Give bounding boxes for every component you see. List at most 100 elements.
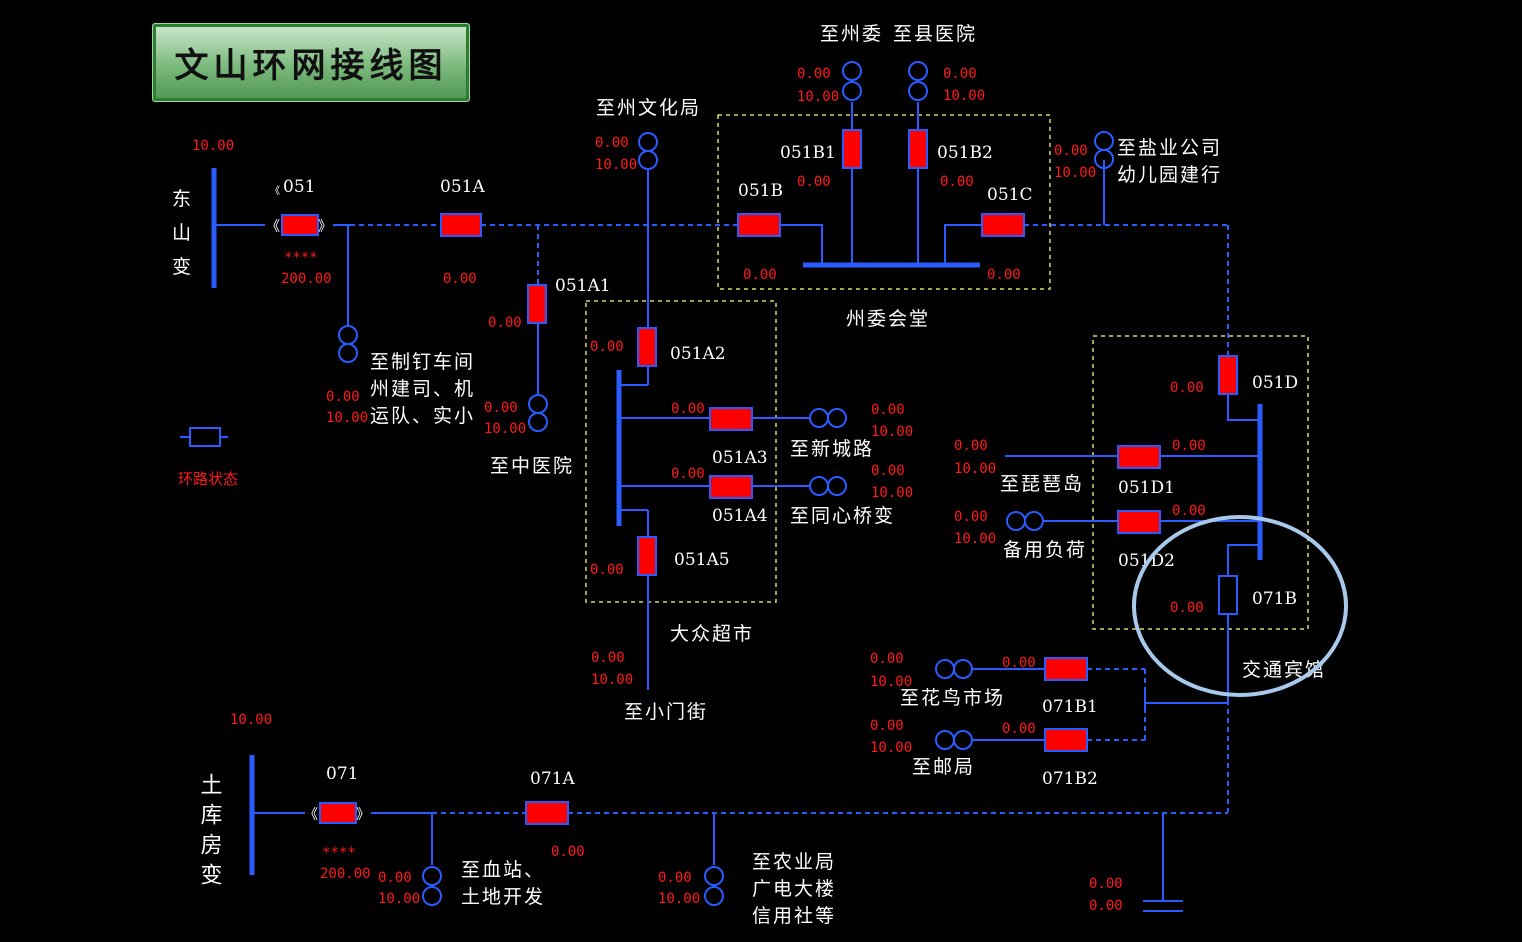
svg-text:10.00: 10.00 [591, 672, 633, 688]
svg-text:0.00: 0.00 [1170, 600, 1204, 616]
svg-text:0.00: 0.00 [1089, 876, 1123, 892]
svg-text:0.00: 0.00 [326, 389, 360, 405]
svg-text:0.00: 0.00 [591, 650, 625, 666]
zhouwei-hall-box [717, 114, 1051, 290]
svg-text:0.00: 0.00 [870, 651, 904, 667]
svg-text:0.00: 0.00 [443, 271, 477, 287]
svg-text:至花鸟市场: 至花鸟市场 [900, 687, 1005, 709]
breaker-071[interactable] [319, 802, 357, 824]
breaker-051B1[interactable] [842, 129, 862, 169]
svg-text:幼儿园建行: 幼儿园建行 [1117, 164, 1222, 186]
arrow-left-icon: 《 [304, 807, 318, 823]
svg-text:10.00: 10.00 [954, 461, 996, 477]
svg-text:051A5: 051A5 [674, 550, 730, 570]
arrow-right-icon: 》 [356, 807, 370, 823]
svg-text:至中医院: 至中医院 [490, 455, 574, 477]
svg-text:0.00: 0.00 [1002, 721, 1036, 737]
svg-text:0.00: 0.00 [1172, 438, 1206, 454]
breaker-051B[interactable] [737, 213, 781, 237]
page-title: 文山环网接线图 [174, 46, 448, 86]
svg-text:0.00: 0.00 [1172, 503, 1206, 519]
svg-text:0.00: 0.00 [797, 174, 831, 190]
svg-text:10.00: 10.00 [230, 712, 272, 728]
label-051A: 051A [440, 177, 485, 197]
legend-label: 环路状态 [178, 470, 238, 488]
svg-text:10.00: 10.00 [378, 891, 420, 907]
svg-text:0.00: 0.00 [1170, 380, 1204, 396]
svg-text:0.00: 0.00 [870, 718, 904, 734]
svg-text:《: 《 [270, 185, 280, 197]
svg-text:071B2: 071B2 [1042, 769, 1098, 789]
station-dongshan-1: 东 [172, 188, 193, 210]
svg-text:051D1: 051D1 [1118, 478, 1175, 498]
breaker-051D2[interactable] [1117, 510, 1161, 534]
svg-text:信用社等: 信用社等 [752, 905, 836, 927]
legend-switch-icon [189, 427, 221, 447]
breaker-071A[interactable] [525, 801, 569, 825]
breaker-051A1[interactable] [527, 284, 547, 324]
svg-text:10.00: 10.00 [326, 410, 368, 426]
svg-text:10.00: 10.00 [870, 674, 912, 690]
svg-text:0.00: 0.00 [954, 438, 988, 454]
svg-text:10.00: 10.00 [870, 740, 912, 756]
breaker-051[interactable] [281, 214, 319, 236]
svg-text:0.00: 0.00 [940, 174, 974, 190]
breaker-051A[interactable] [440, 213, 482, 237]
svg-text:大众超市: 大众超市 [670, 623, 754, 645]
breaker-051A2[interactable] [637, 327, 657, 367]
svg-text:0.00: 0.00 [954, 509, 988, 525]
station-dongshan-3: 变 [172, 256, 193, 278]
stars-051: **** [284, 250, 318, 266]
svg-text:0.00: 0.00 [590, 339, 624, 355]
svg-text:州建司、机: 州建司、机 [370, 378, 475, 400]
svg-text:051B1: 051B1 [780, 143, 836, 163]
svg-text:土地开发: 土地开发 [461, 886, 545, 908]
svg-text:10.00: 10.00 [1054, 165, 1096, 181]
breaker-051B2[interactable] [908, 129, 928, 169]
svg-text:0.00: 0.00 [987, 267, 1021, 283]
svg-text:051A1: 051A1 [555, 276, 611, 296]
dazhong-box [585, 300, 777, 603]
svg-text:0.00: 0.00 [797, 66, 831, 82]
breaker-051D[interactable] [1218, 355, 1238, 395]
svg-text:0.00: 0.00 [1002, 655, 1036, 671]
label-051: 051 [283, 177, 315, 197]
breaker-051A4[interactable] [709, 475, 753, 499]
breaker-051D1[interactable] [1117, 445, 1161, 469]
breaker-051A5[interactable] [637, 536, 657, 576]
svg-text:****: **** [322, 845, 356, 861]
svg-text:备用负荷: 备用负荷 [1003, 539, 1087, 561]
svg-text:0.00: 0.00 [595, 135, 629, 151]
svg-text:至县医院: 至县医院 [893, 23, 977, 45]
svg-text:至邮局: 至邮局 [912, 756, 975, 778]
breaker-071B2[interactable] [1044, 728, 1088, 752]
svg-text:071: 071 [326, 764, 358, 784]
svg-text:051A4: 051A4 [712, 506, 768, 526]
svg-text:广电大楼: 广电大楼 [752, 878, 836, 900]
highlight-circle [1132, 515, 1348, 697]
svg-text:051C: 051C [987, 185, 1032, 205]
svg-text:至制钉车间: 至制钉车间 [370, 351, 475, 373]
svg-text:至盐业公司: 至盐业公司 [1117, 137, 1222, 159]
dongshan-voltage: 10.00 [192, 138, 234, 154]
arrow-left-icon: 《 [266, 219, 280, 235]
svg-text:10.00: 10.00 [797, 89, 839, 105]
svg-text:至同心桥变: 至同心桥变 [790, 505, 895, 527]
svg-text:0.00: 0.00 [743, 267, 777, 283]
arrow-right-icon: 》 [318, 219, 332, 235]
title-panel: 文山环网接线图 [152, 23, 470, 102]
switch-071B[interactable] [1218, 575, 1238, 615]
svg-text:至血站、: 至血站、 [461, 859, 545, 881]
svg-text:10.00: 10.00 [871, 485, 913, 501]
breaker-071B1[interactable] [1044, 657, 1088, 681]
svg-text:0.00: 0.00 [1089, 898, 1123, 914]
svg-text:051B2: 051B2 [937, 143, 993, 163]
svg-text:10.00: 10.00 [595, 157, 637, 173]
svg-text:10.00: 10.00 [484, 421, 526, 437]
svg-text:0.00: 0.00 [590, 562, 624, 578]
svg-text:051B: 051B [738, 181, 783, 201]
svg-text:至州文化局: 至州文化局 [596, 97, 701, 119]
breaker-051C[interactable] [981, 213, 1025, 237]
breaker-051A3[interactable] [709, 407, 753, 431]
